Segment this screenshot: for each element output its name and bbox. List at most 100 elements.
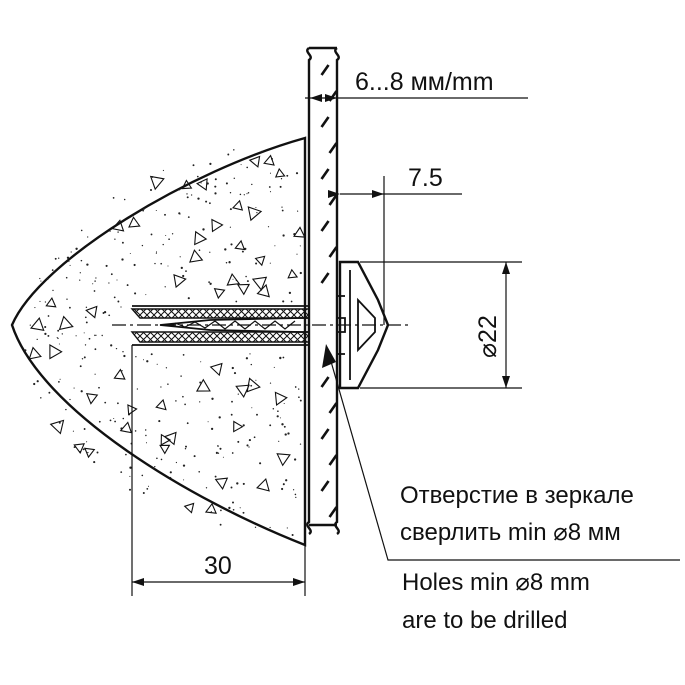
plug-upper-half bbox=[130, 308, 311, 319]
concrete-speck bbox=[120, 306, 122, 308]
concrete-speck bbox=[147, 485, 150, 487]
concrete-speck bbox=[269, 191, 272, 193]
concrete-speck bbox=[126, 284, 129, 287]
aggregate-triangle bbox=[251, 276, 268, 291]
aggregate-triangle bbox=[194, 230, 208, 246]
concrete-speck bbox=[136, 388, 139, 390]
concrete-speck bbox=[277, 410, 279, 413]
concrete-speck bbox=[214, 475, 217, 478]
concrete-speck bbox=[229, 208, 232, 211]
concrete-speck bbox=[72, 430, 74, 432]
concrete-speck bbox=[114, 238, 116, 240]
concrete-speck bbox=[52, 289, 54, 292]
concrete-speck bbox=[158, 420, 161, 423]
concrete-speck bbox=[232, 501, 234, 504]
aggregate-triangle bbox=[226, 273, 241, 286]
concrete-speck bbox=[279, 356, 282, 360]
concrete-speck bbox=[225, 261, 228, 264]
arrow-right bbox=[293, 578, 305, 586]
concrete-speck bbox=[299, 271, 302, 275]
arrow-left bbox=[310, 94, 322, 102]
concrete-speck bbox=[44, 332, 47, 336]
concrete-speck bbox=[299, 399, 302, 402]
concrete-speck bbox=[58, 421, 61, 424]
wall-section bbox=[10, 136, 307, 547]
concrete-speck bbox=[248, 446, 250, 448]
concrete-speck bbox=[254, 526, 257, 528]
concrete-speck bbox=[85, 321, 88, 324]
concrete-speck bbox=[272, 408, 275, 410]
concrete-speck bbox=[282, 483, 285, 486]
concrete-speck bbox=[246, 444, 249, 447]
concrete-speck bbox=[56, 337, 58, 339]
concrete-speck bbox=[245, 357, 249, 360]
concrete-speck bbox=[228, 506, 231, 510]
concrete-speck bbox=[66, 256, 70, 259]
concrete-speck bbox=[250, 384, 253, 387]
concrete-speck bbox=[233, 177, 236, 180]
concrete-speck bbox=[283, 402, 285, 405]
concrete-speck bbox=[255, 262, 258, 265]
concrete-speck bbox=[69, 398, 71, 401]
concrete-speck bbox=[186, 193, 188, 195]
concrete-speck bbox=[179, 213, 181, 215]
concrete-speck bbox=[246, 166, 249, 169]
concrete-speck bbox=[128, 488, 132, 491]
concrete-speck bbox=[183, 479, 185, 481]
dim-anchor-depth: 30 bbox=[131, 345, 306, 596]
concrete-speck bbox=[58, 343, 60, 345]
concrete-speck bbox=[121, 258, 124, 261]
concrete-speck bbox=[125, 453, 127, 456]
concrete-speck bbox=[57, 337, 59, 340]
concrete-speck bbox=[114, 420, 116, 423]
plug-lower-half bbox=[130, 331, 311, 343]
concrete-speck bbox=[274, 245, 276, 247]
concrete-speck bbox=[241, 250, 244, 253]
concrete-speck bbox=[273, 366, 275, 368]
concrete-speck bbox=[146, 360, 149, 363]
concrete-speck bbox=[79, 365, 82, 368]
concrete-speck bbox=[129, 466, 132, 469]
concrete-speck bbox=[217, 452, 220, 454]
concrete-speck bbox=[237, 393, 239, 395]
aggregate-triangle bbox=[149, 175, 165, 191]
aggregate-triangle bbox=[263, 154, 275, 166]
dim-cap-diameter: ⌀22 bbox=[360, 261, 522, 389]
concrete-speck bbox=[207, 421, 209, 423]
concrete-speck bbox=[246, 193, 248, 195]
glass-hatch-mark bbox=[320, 428, 330, 440]
concrete-speck bbox=[162, 243, 164, 246]
concrete-speck bbox=[179, 256, 181, 258]
screw-thread bbox=[174, 320, 296, 330]
concrete-speck bbox=[84, 344, 87, 346]
concrete-speck bbox=[231, 400, 233, 403]
concrete-speck bbox=[40, 280, 42, 282]
concrete-speck bbox=[87, 236, 89, 238]
glass-hatch-mark bbox=[320, 168, 330, 180]
concrete-speck bbox=[82, 448, 85, 451]
concrete-speck bbox=[113, 296, 116, 299]
aggregate-triangle bbox=[189, 249, 204, 263]
concrete-speck bbox=[81, 358, 84, 360]
dim-cap-offset-label: 7.5 bbox=[408, 164, 443, 192]
concrete-speck bbox=[220, 509, 222, 512]
concrete-speck bbox=[85, 306, 88, 309]
concrete-speck bbox=[296, 253, 298, 255]
concrete-speck bbox=[180, 266, 183, 270]
concrete-speck bbox=[185, 445, 187, 448]
concrete-speck bbox=[199, 401, 201, 403]
cap-outline bbox=[338, 260, 390, 390]
concrete-speck bbox=[256, 211, 258, 214]
glass-hatch-mark bbox=[320, 220, 330, 232]
aggregate-triangle bbox=[276, 453, 291, 467]
concrete-speck bbox=[269, 382, 272, 384]
concrete-speck bbox=[155, 252, 157, 254]
concrete-speck bbox=[219, 447, 222, 450]
aggregate-triangle bbox=[214, 477, 229, 490]
concrete-speck bbox=[122, 417, 125, 420]
arrow-left bbox=[132, 578, 144, 586]
concrete-speck bbox=[160, 386, 162, 388]
aggregate-triangle bbox=[45, 297, 57, 308]
concrete-speck bbox=[141, 474, 144, 477]
